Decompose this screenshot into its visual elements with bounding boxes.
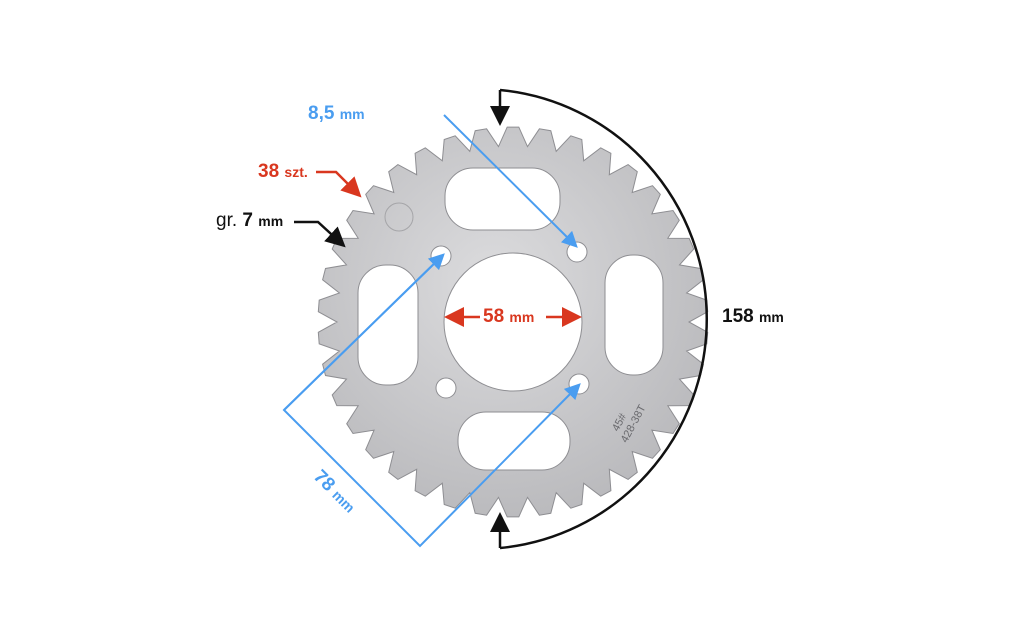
outer-diameter-arc [499, 88, 709, 550]
teeth-arrow [316, 170, 362, 198]
bolt-circle-arrow [283, 253, 445, 411]
thickness-arrow [294, 220, 346, 248]
teeth-count-label: 38 szt. [258, 161, 308, 182]
thickness-label: gr. 7 mm [216, 210, 284, 231]
hole-diameter-arrow [443, 114, 578, 248]
sprocket [317, 126, 709, 518]
stamp-circle [384, 202, 414, 232]
sprocket-body [317, 126, 709, 518]
hole-diameter-label: 8,5 mm [308, 103, 365, 124]
outer-diameter-label: 158 mm [722, 306, 784, 327]
center-hole-label: 58 mm [483, 306, 535, 327]
